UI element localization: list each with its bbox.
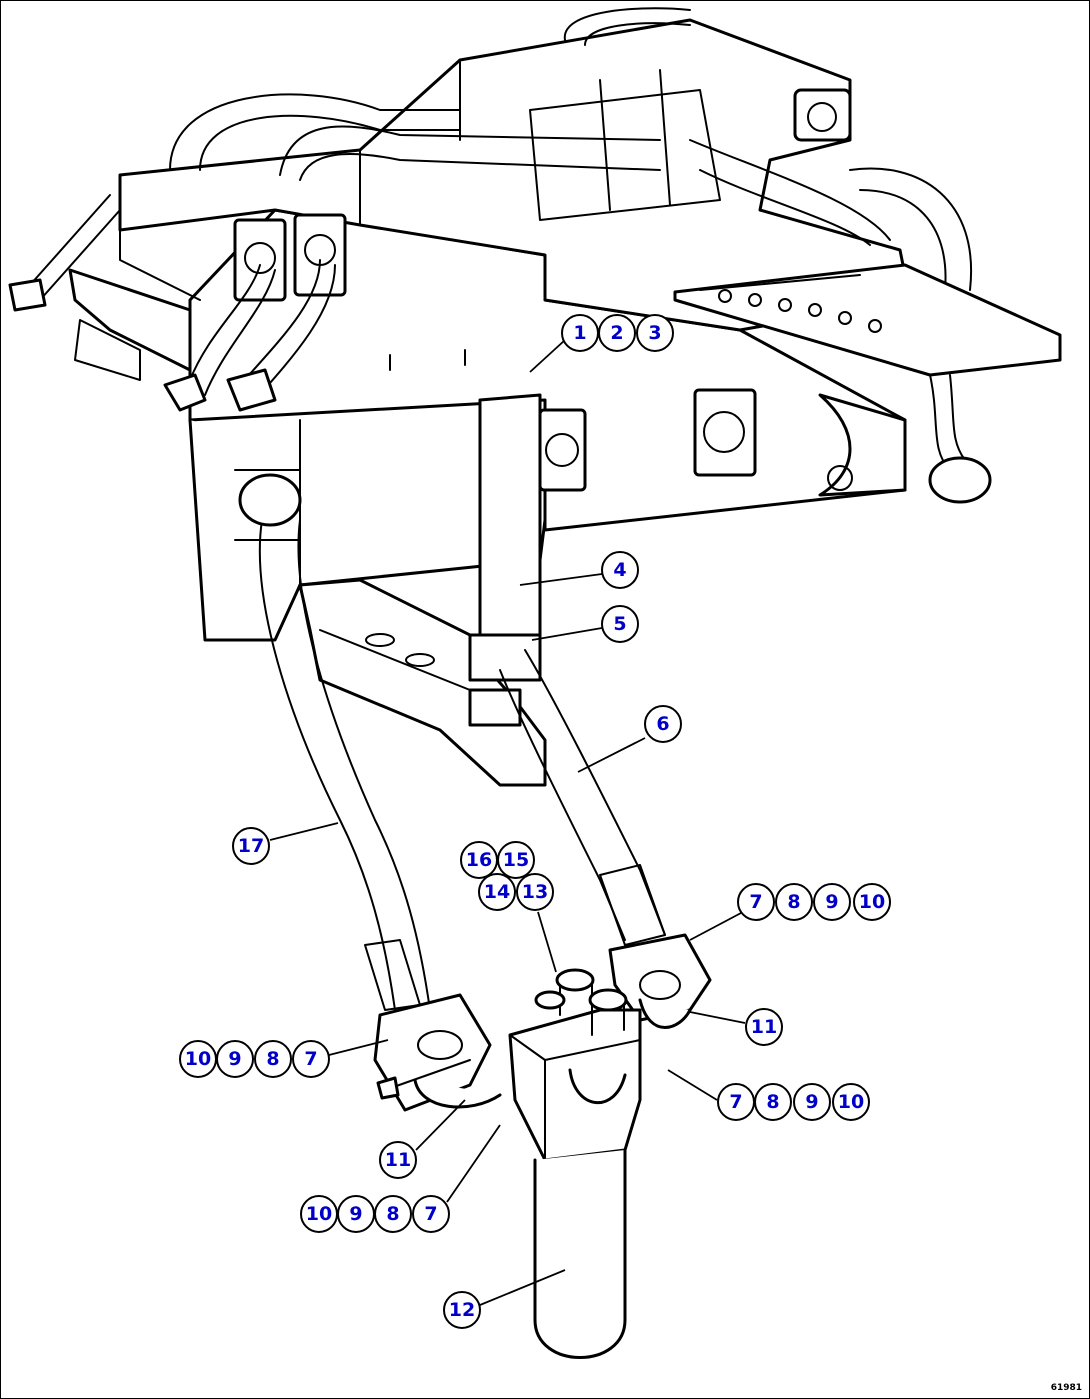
hose-and-filter-artwork	[238, 473, 712, 1359]
callout-9-bottom: 9	[337, 1195, 375, 1233]
svg-text:8: 8	[766, 1091, 779, 1113]
svg-text:7: 7	[749, 891, 762, 913]
callout-9-left: 9	[216, 1040, 254, 1078]
svg-text:10: 10	[838, 1091, 864, 1113]
callout-9-lower-right: 9	[793, 1083, 831, 1121]
svg-text:13: 13	[522, 881, 548, 903]
svg-text:11: 11	[385, 1149, 411, 1171]
svg-text:9: 9	[228, 1048, 241, 1070]
svg-text:9: 9	[805, 1091, 818, 1113]
callout-10-lower-right: 10	[832, 1083, 870, 1121]
valve-assembly-artwork	[8, 7, 1062, 787]
svg-text:14: 14	[484, 881, 510, 903]
svg-text:15: 15	[503, 849, 529, 871]
callout-3: 3	[636, 314, 674, 352]
callout-17: 17	[232, 827, 270, 865]
callout-14: 14	[478, 873, 516, 911]
svg-text:6: 6	[656, 713, 669, 735]
svg-text:16: 16	[466, 849, 492, 871]
callout-10-left: 10	[179, 1040, 217, 1078]
figure-code: 61981	[1050, 1383, 1082, 1393]
svg-text:9: 9	[349, 1203, 362, 1225]
svg-text:7: 7	[424, 1203, 437, 1225]
callout-16: 16	[460, 841, 498, 879]
callout-12: 12	[443, 1291, 481, 1329]
svg-text:9: 9	[825, 891, 838, 913]
svg-text:7: 7	[304, 1048, 317, 1070]
svg-text:5: 5	[613, 613, 626, 635]
leader-lines	[269, 339, 746, 1306]
callout-11-left: 11	[379, 1141, 417, 1179]
svg-text:8: 8	[386, 1203, 399, 1225]
callout-7-bottom: 7	[412, 1195, 450, 1233]
svg-text:1: 1	[573, 322, 586, 344]
callout-7-left: 7	[292, 1040, 330, 1078]
svg-text:4: 4	[613, 559, 626, 581]
callout-7-lower-right: 7	[717, 1083, 755, 1121]
callout-1: 1	[561, 314, 599, 352]
svg-text:2: 2	[610, 322, 623, 344]
svg-text:3: 3	[648, 322, 661, 344]
callout-2: 2	[598, 314, 636, 352]
callout-11-right: 11	[745, 1008, 783, 1046]
callout-8-bottom: 8	[374, 1195, 412, 1233]
callout-8-lower-right: 8	[754, 1083, 792, 1121]
callout-7-upper-right: 7	[737, 883, 775, 921]
svg-text:12: 12	[449, 1299, 475, 1321]
callout-5: 5	[601, 605, 639, 643]
svg-text:8: 8	[266, 1048, 279, 1070]
callout-10-upper-right: 10	[853, 883, 891, 921]
callout-9-upper-right: 9	[813, 883, 851, 921]
callout-8-left: 8	[254, 1040, 292, 1078]
svg-text:8: 8	[787, 891, 800, 913]
callout-6: 6	[644, 705, 682, 743]
callout-bubbles: 1 2 3 4 5 6 17 16 15 14 13 7 8 9 10 11 1…	[179, 314, 891, 1329]
svg-text:10: 10	[185, 1048, 211, 1070]
svg-text:10: 10	[306, 1203, 332, 1225]
callout-15: 15	[497, 841, 535, 879]
svg-text:10: 10	[859, 891, 885, 913]
callout-8-upper-right: 8	[775, 883, 813, 921]
svg-text:7: 7	[729, 1091, 742, 1113]
svg-text:11: 11	[751, 1016, 777, 1038]
svg-text:17: 17	[238, 835, 264, 857]
callout-13: 13	[516, 873, 554, 911]
callout-4: 4	[601, 551, 639, 589]
callout-10-bottom: 10	[300, 1195, 338, 1233]
